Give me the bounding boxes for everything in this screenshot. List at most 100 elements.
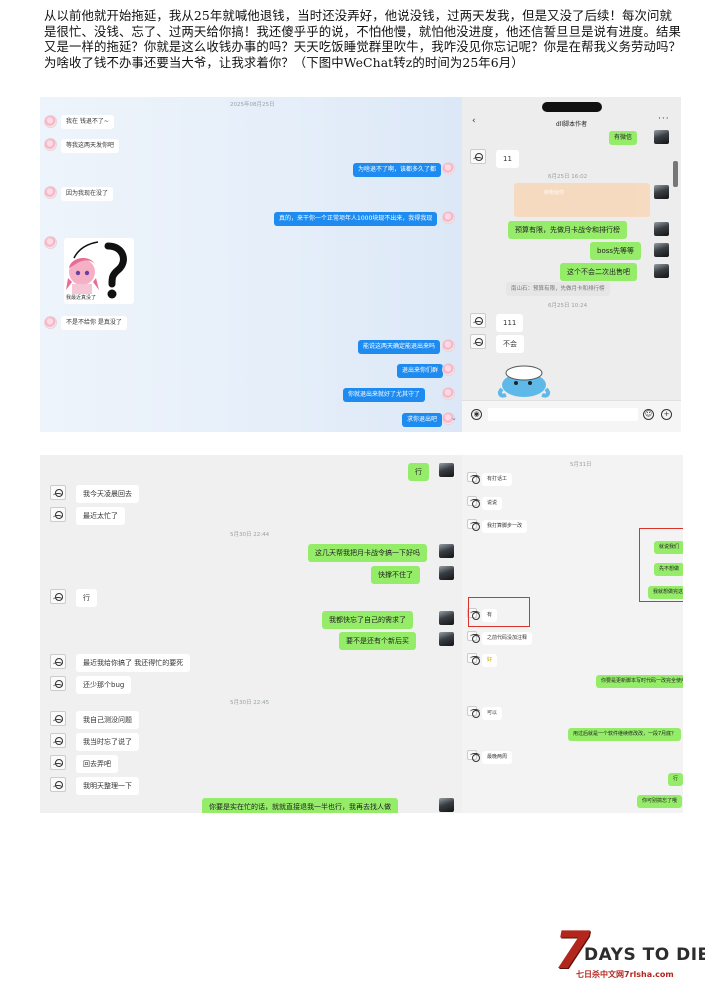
avatar xyxy=(442,339,455,352)
message-bubble: 这个不会二次出售吧 xyxy=(560,263,637,281)
message-bubble: 可以 xyxy=(482,707,503,720)
avatar xyxy=(467,608,480,620)
avatar xyxy=(470,313,486,328)
avatar xyxy=(50,654,66,669)
message-input[interactable] xyxy=(488,408,638,421)
message-bubble: 最近太忙了 xyxy=(76,507,125,525)
avatar xyxy=(470,334,486,349)
message-bubble: 我自己测没问题 xyxy=(76,711,139,729)
chat-timestamp: 6月25日 16:02 xyxy=(548,174,588,180)
message-bubble: 我在 钱退不了~ xyxy=(61,115,114,129)
message-bubble: 11 xyxy=(496,150,519,168)
message-bubble: 我就想做完这 xyxy=(648,586,683,599)
message-bubble: 先不想做 xyxy=(654,563,683,576)
message-bubble: 要不是还有个新后买 xyxy=(339,632,416,650)
message-bubble: 行 xyxy=(668,773,683,786)
avatar xyxy=(50,733,66,748)
message-bubble: 有微信 xyxy=(609,131,638,145)
logo-title: DAYS TO DIE xyxy=(584,945,705,965)
scrollbar[interactable] xyxy=(673,161,678,187)
message-bubble: 还少那个bug xyxy=(76,676,132,694)
avatar xyxy=(467,472,480,484)
message-bubble: 不会 xyxy=(496,335,524,353)
message-bubble: 有打话工 xyxy=(482,473,513,486)
logo-subtitle: 七日杀中文网7rlsha.com xyxy=(576,970,674,979)
avatar xyxy=(654,264,669,278)
avatar xyxy=(442,363,455,376)
message-bubble: 为啥退不了啊，该都多久了都 xyxy=(353,163,442,177)
avatar xyxy=(50,755,66,770)
message-bubble: 你要是实在忙的话，就就直接退我一半也行，我再去找人做 xyxy=(202,798,398,813)
avatar xyxy=(467,750,480,762)
chat-timestamp: 6月25日 10:24 xyxy=(548,303,588,309)
message-bubble: 这几天帮我把月卡战令搞一下好吗 xyxy=(308,544,427,562)
chat-timestamp: 5月30日 22:44 xyxy=(230,532,270,538)
message-bubble: 好 xyxy=(482,654,498,667)
avatar xyxy=(439,611,454,625)
message-bubble: 因为我现在没了 xyxy=(61,187,114,201)
avatar xyxy=(654,243,669,257)
message-bubble: boss先等等 xyxy=(590,242,642,260)
avatar xyxy=(50,711,66,726)
avatar xyxy=(50,507,66,522)
message-bubble: 行 xyxy=(408,463,429,481)
avatar xyxy=(442,162,455,175)
avatar xyxy=(467,631,480,643)
message-bubble: 预算有限，先做月卡战令和排行榜 xyxy=(508,221,627,239)
avatar xyxy=(439,463,454,477)
chat-timestamp: 5月31日 xyxy=(570,462,592,468)
message-bubble: 用过后就是一个软件继续修改改，一段7月底？ xyxy=(568,728,682,741)
sticker-caption: 我最近真没了 xyxy=(66,295,97,301)
sticker-image xyxy=(64,238,134,304)
message-bubble: 之前代码没加注释 xyxy=(482,632,533,645)
avatar xyxy=(654,222,669,236)
avatar xyxy=(442,387,455,400)
input-bar: ◉ ☺ + xyxy=(462,400,681,432)
emoji-icon[interactable]: ☺ xyxy=(643,409,654,420)
message-bubble: 求你退出吧 xyxy=(402,413,443,427)
message-bubble: 你就退出来就好了尤其守了 xyxy=(343,388,426,402)
avatar xyxy=(442,412,455,425)
screenshot-chat-4: 5月31日 有打话工 说说 我打算脚步一改 就说我们 先不想做 我就想做完这 有… xyxy=(462,455,683,813)
avatar xyxy=(439,632,454,646)
highlight-box xyxy=(639,528,683,602)
message-bubble: 快撑不住了 xyxy=(371,566,420,584)
transfer-card-text: 转账给你 xyxy=(544,190,565,196)
avatar xyxy=(44,138,57,151)
more-icon[interactable]: ··· xyxy=(658,114,670,124)
message-bubble: 最近我给你搞了 我还得忙的要死 xyxy=(76,654,191,672)
avatar xyxy=(470,149,486,164)
phone-header: ‹ dll脚本作者 ··· xyxy=(462,97,681,130)
chat-timestamp: 5月30日 22:45 xyxy=(230,700,270,706)
message-bubble: 你可别搞忘了哦 xyxy=(637,795,683,808)
avatar xyxy=(467,653,480,665)
message-bubble: 最晚两周 xyxy=(482,751,513,764)
avatar xyxy=(442,211,455,224)
message-bubble: 等我这两天发你吧 xyxy=(61,139,120,153)
message-bubble: 我今天凌晨回去 xyxy=(76,485,139,503)
transfer-card: 转账给你 xyxy=(514,183,650,217)
avatar xyxy=(467,519,480,531)
message-bubble: 你要是更新脚本写时代码一改完全使用吗 xyxy=(596,675,683,688)
message-bubble: 我都快忘了自己的需求了 xyxy=(322,611,413,629)
avatar xyxy=(439,544,454,558)
message-bubble: 有 xyxy=(482,609,498,622)
7dtd-logo: 7 DAYS TO DIE 七日杀中文网7rlsha.com xyxy=(554,925,705,995)
scroll-down-icon[interactable]: ⌄ xyxy=(451,414,457,422)
avatar xyxy=(654,130,669,144)
message-bubble: 我当时忘了说了 xyxy=(76,733,139,751)
avatar xyxy=(439,566,454,580)
message-bubble: 我打算脚步一改 xyxy=(482,520,528,533)
message-bubble: 行 xyxy=(76,589,97,607)
message-bubble: 我明天整理一下 xyxy=(76,777,139,795)
voice-icon[interactable]: ◉ xyxy=(471,409,482,420)
message-bubble: 不是不给你 是真没了 xyxy=(61,316,127,330)
avatar xyxy=(50,589,66,604)
avatar xyxy=(654,185,669,199)
back-icon[interactable]: ‹ xyxy=(472,116,476,126)
screenshot-chat-2: ‹ dll脚本作者 ··· 有微信 11 6月25日 16:02 转账给你 预算… xyxy=(462,97,681,432)
avatar xyxy=(44,236,57,249)
plus-icon[interactable]: + xyxy=(661,409,672,420)
avatar xyxy=(44,186,57,199)
avatar xyxy=(467,496,480,508)
